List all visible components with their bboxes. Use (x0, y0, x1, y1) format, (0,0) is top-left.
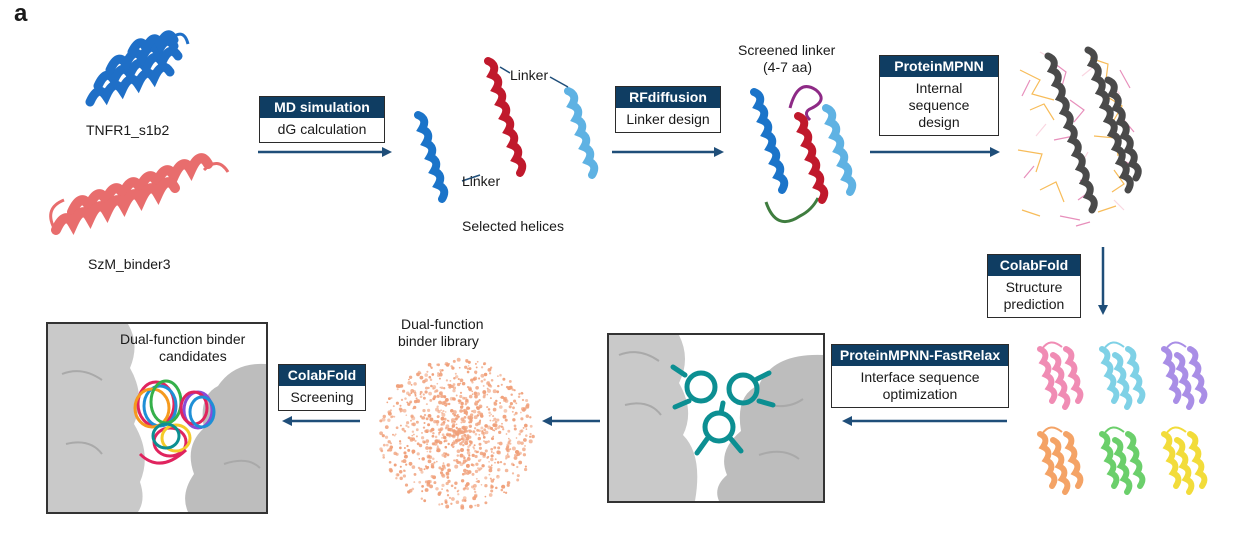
panel-letter: a (14, 0, 28, 27)
candidates-frame (46, 322, 268, 514)
colabfold-prediction-line-1: Structure (1005, 279, 1063, 295)
rfdiffusion-step: RFdiffusion Linker design (615, 86, 721, 133)
designed-sequence-structure-image (1017, 46, 1142, 227)
predicted-structure-6 (1161, 426, 1208, 495)
rfdiffusion-title: RFdiffusion (616, 87, 720, 108)
predicted-structure-2 (1099, 341, 1146, 410)
fastrelax-line-2: optimization (882, 386, 958, 402)
tnfr1-label: TNFR1_s1b2 (86, 122, 170, 138)
arrow-to-linker-design (612, 147, 724, 157)
selected-helices-label: Selected helices (462, 218, 564, 234)
md-simulation-title: MD simulation (260, 97, 384, 118)
selected-helices-image (414, 57, 599, 203)
colabfold-screening-step: ColabFold Screening (278, 364, 366, 411)
predicted-structure-5 (1099, 426, 1146, 495)
library-label-2: binder library (398, 333, 479, 349)
colabfold-screening-title: ColabFold (279, 365, 365, 386)
colabfold-prediction-line-2: prediction (1003, 296, 1065, 312)
screened-linker-structure-image (750, 85, 857, 224)
tnfr1-structure-image (85, 30, 190, 107)
predicted-structure-1 (1037, 341, 1084, 410)
proteinmpnn-title: ProteinMPNN (880, 56, 998, 77)
szm-binder-label: SzM_binder3 (88, 256, 171, 272)
arrow-down-to-predictions (1098, 247, 1108, 315)
interface-complex-image (609, 335, 823, 501)
binder-library-cloud (379, 357, 535, 510)
predicted-structure-4 (1037, 426, 1084, 495)
library-dots (379, 357, 535, 510)
interface-complex-frame (607, 333, 825, 503)
arrow-to-sequence-design (870, 147, 1000, 157)
colabfold-screening-line-1: Screening (290, 389, 354, 405)
proteinmpnn-line-2: sequence (908, 97, 970, 113)
colabfold-prediction-title: ColabFold (988, 255, 1080, 276)
arrow-to-interface-optimization (842, 416, 1007, 426)
md-simulation-step: MD simulation dG calculation (259, 96, 385, 143)
candidates-label-2: candidates (159, 348, 227, 364)
library-label-1: Dual-function (401, 316, 484, 332)
screened-linker-label-1: Screened linker (738, 42, 836, 58)
colabfold-prediction-step: ColabFold Structure prediction (987, 254, 1081, 318)
linker-bottom-label: Linker (462, 173, 501, 189)
predicted-structure-3 (1161, 341, 1208, 410)
fastrelax-line-1: Interface sequence (860, 369, 980, 385)
fastrelax-step: ProteinMPNN-FastRelax Interface sequence… (831, 344, 1009, 408)
proteinmpnn-line-1: Internal (915, 80, 963, 96)
szm-binder-structure-image (49, 153, 230, 235)
candidates-complex-image (48, 324, 266, 512)
md-simulation-line-1: dG calculation (277, 121, 367, 137)
candidates-label-1: Dual-function binder (120, 331, 246, 347)
predicted-structures-grid (1037, 341, 1208, 495)
linker-top-label: Linker (510, 67, 549, 83)
rfdiffusion-line-1: Linker design (626, 111, 710, 127)
fastrelax-title: ProteinMPNN-FastRelax (832, 345, 1008, 366)
proteinmpnn-line-3: design (918, 114, 960, 130)
proteinmpnn-step: ProteinMPNN Internal sequence design (879, 55, 999, 136)
arrow-to-candidates (282, 416, 360, 426)
arrow-to-library (542, 416, 600, 426)
screened-linker-label-2: (4-7 aa) (763, 59, 813, 75)
arrow-to-selected-helices (258, 147, 392, 157)
